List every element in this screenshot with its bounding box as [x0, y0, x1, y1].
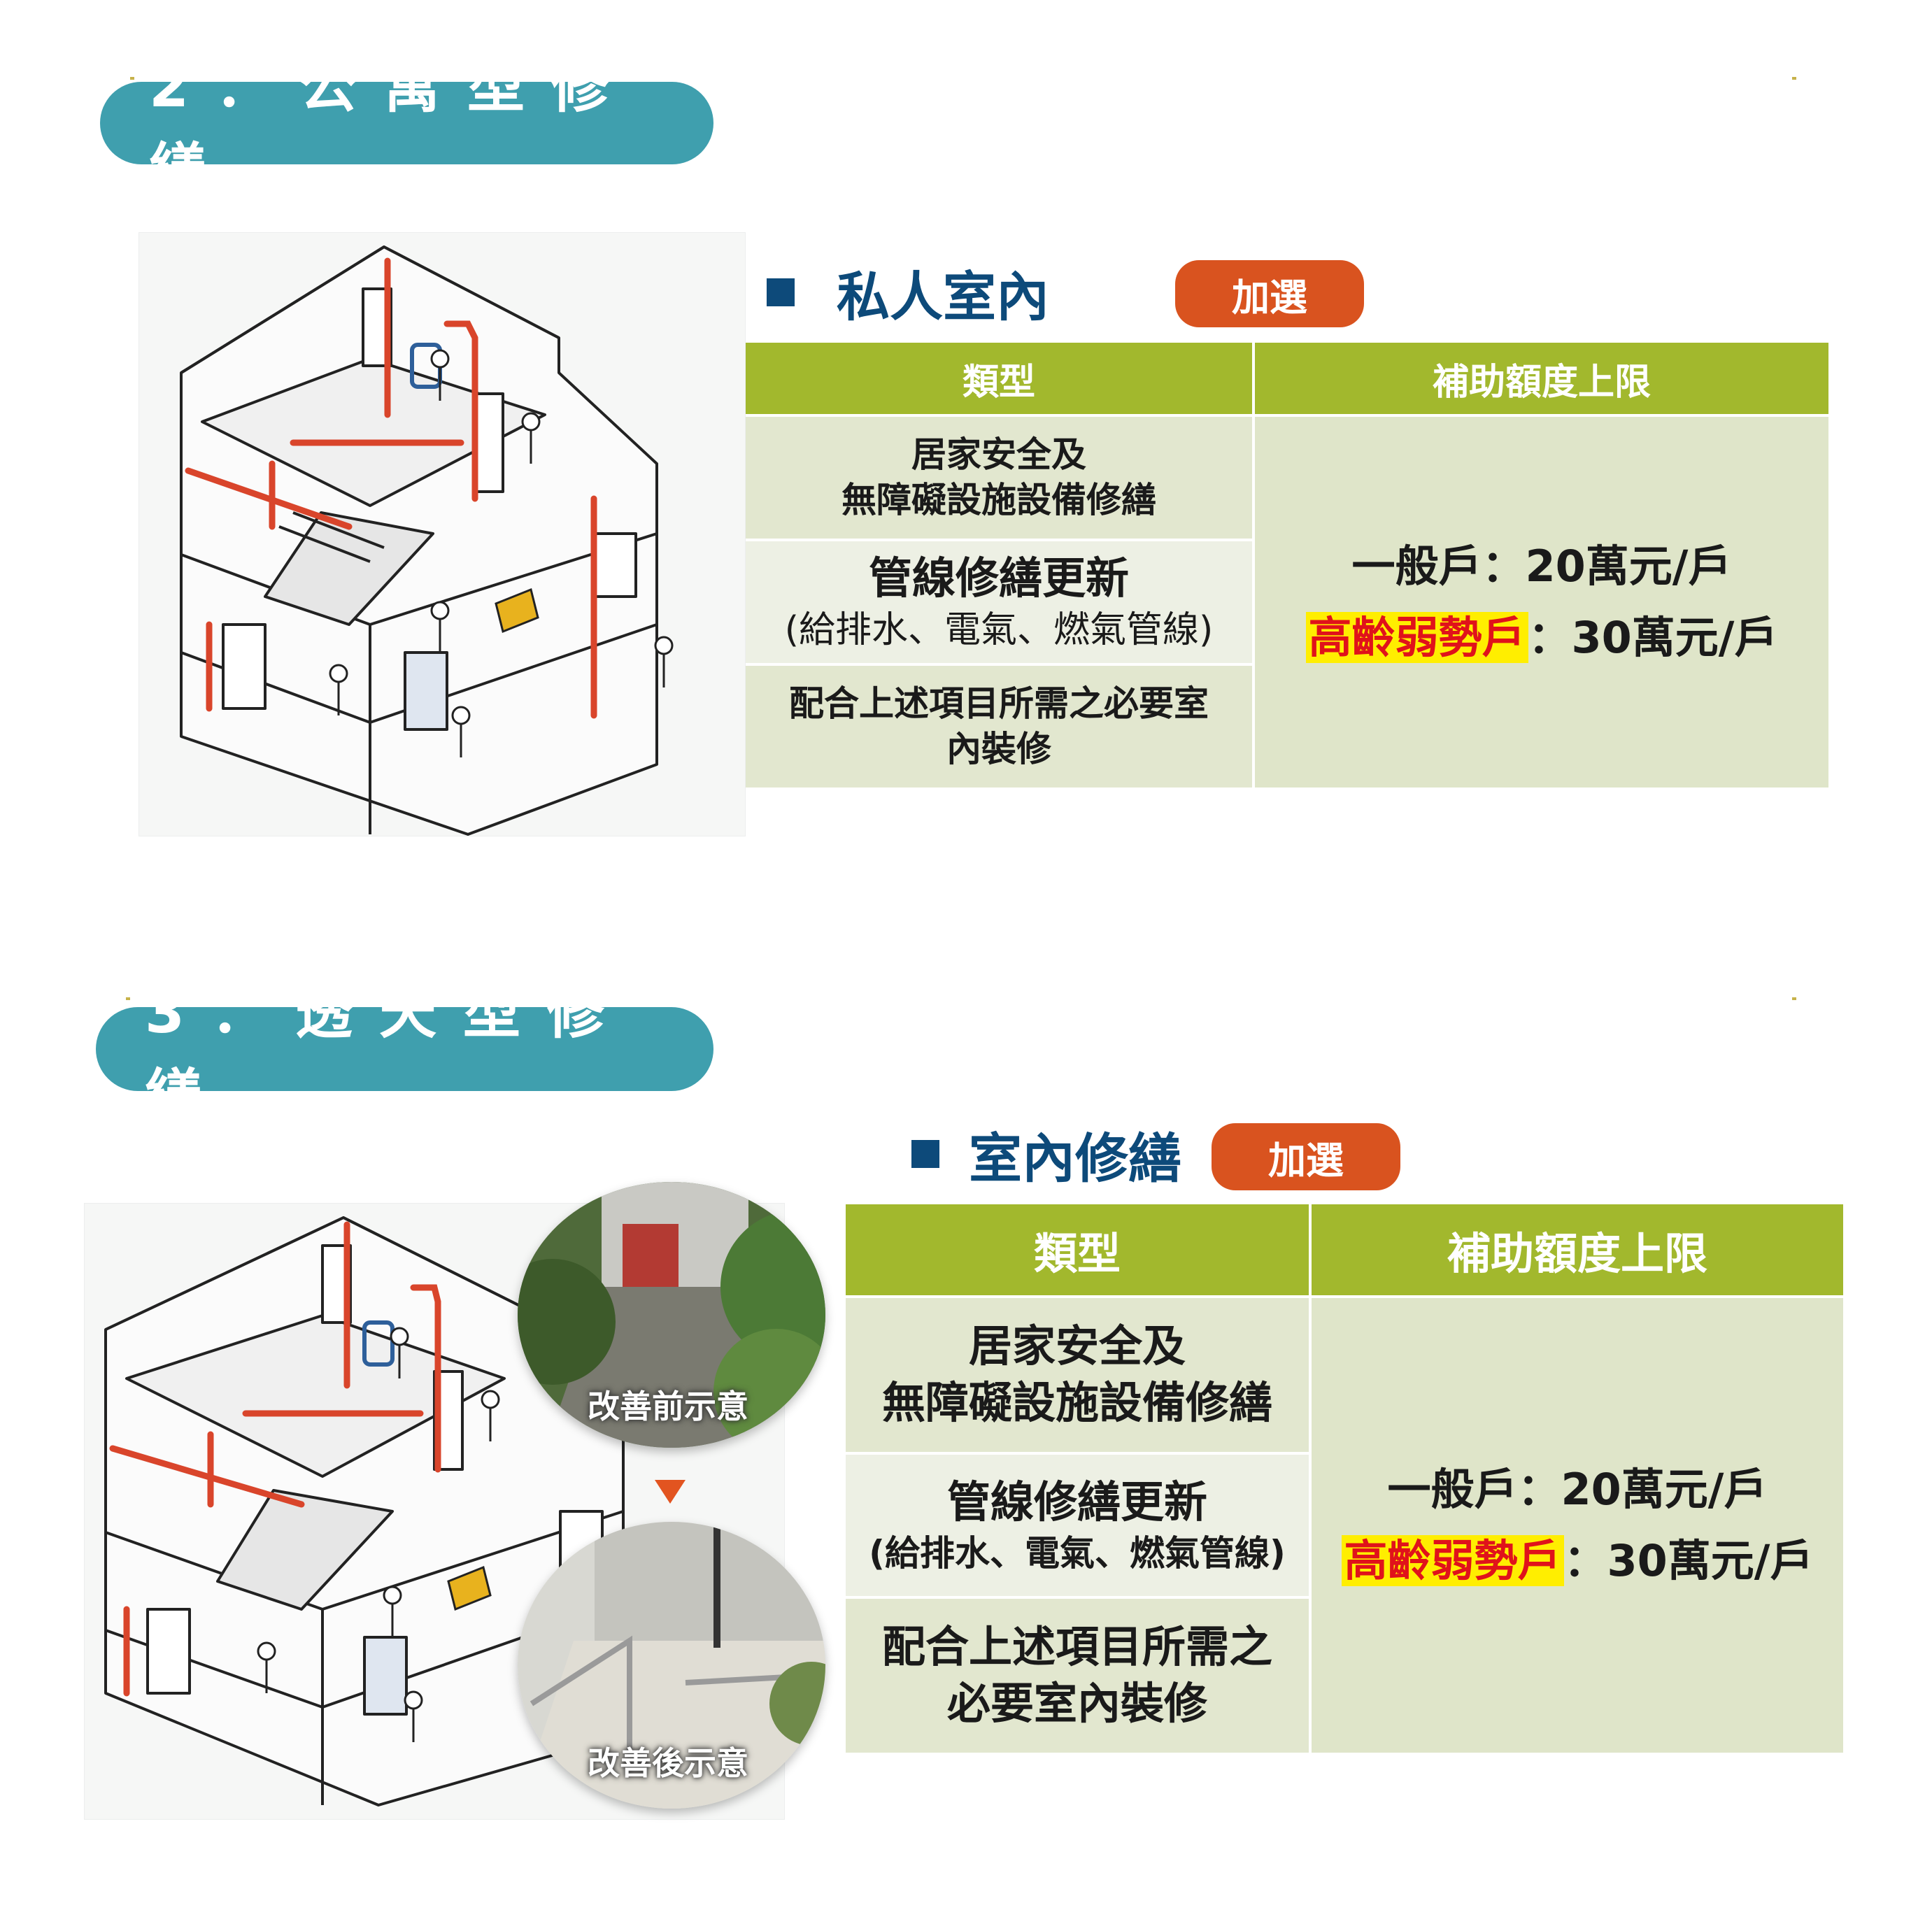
type-cell: 管線修繕更新 (給排水、電氣、燃氣管線) [746, 541, 1252, 663]
type-cell: 配合上述項目所需之必要室 內裝修 [746, 666, 1252, 787]
amount-cell: 一般戶：20萬元/戶 高齡弱勢戶：30萬元/戶 [1312, 1298, 1843, 1753]
bullet-square-icon [911, 1140, 939, 1168]
amount-general: 一般戶：20萬元/戶 [1256, 531, 1828, 602]
type-line: 無障礙設施設備修繕 [841, 480, 1156, 520]
type-line: 配合上述項目所需之 [881, 1621, 1272, 1673]
before-photo [518, 1182, 825, 1448]
type-cell: 管線修繕更新 (給排水、電氣、燃氣管線) [846, 1455, 1309, 1596]
type-line: 管線修繕更新 [946, 1476, 1207, 1528]
table-row: 管線修繕更新 (給排水、電氣、燃氣管線) [746, 541, 1828, 663]
subsidy-table-apartment: 類型 補助額度上限 居家安全及 無障礙設施設備修繕 一般戶：20萬元/戶 高齡弱… [743, 340, 1831, 790]
house-cutaway-illustration [138, 232, 746, 836]
amount-general-value: ：20萬元/戶 [1482, 540, 1732, 592]
type-line: (給排水、電氣、燃氣管線) [869, 1532, 1286, 1574]
type-cell: 居家安全及 無障礙設施設備修繕 [746, 417, 1252, 539]
table-row: 居家安全及 無障礙設施設備修繕 一般戶：20萬元/戶 高齡弱勢戶：30萬元/戶 [746, 417, 1828, 787]
amount-elderly-value: ：30萬元/戶 [1563, 1535, 1814, 1586]
header-type: 類型 [746, 343, 1252, 414]
type-cell: 配合上述項目所需之 必要室內裝修 [846, 1599, 1309, 1753]
subsidy-table-townhouse: 類型 補助額度上限 居家安全及 無障礙設施設備修繕 一般戶：20萬元/戶 高齡弱… [843, 1202, 1846, 1755]
table-row: 管線修繕更新 (給排水、電氣、燃氣管線) [846, 1455, 1843, 1596]
amount-cell: 一般戶：20萬元/戶 高齡弱勢戶：30萬元/戶 [1255, 417, 1828, 787]
before-caption: 改善前示意 [588, 1388, 748, 1425]
bullet-square-icon [767, 278, 795, 306]
table-header-row: 類型 補助額度上限 [746, 343, 1828, 414]
amount-general-label: 一般戶 [1351, 540, 1482, 592]
subsection-title: 室內修繕 [969, 1127, 1181, 1190]
amount-elderly: 高齡弱勢戶：30萬元/戶 [1256, 602, 1828, 674]
corner-tick [126, 997, 130, 1000]
corner-tick [130, 77, 134, 80]
type-line: 居家安全及 [911, 434, 1086, 475]
amount-elderly: 高齡弱勢戶：30萬元/戶 [1312, 1525, 1842, 1597]
optional-badge: 加選 [1212, 1123, 1400, 1190]
optional-badge: 加選 [1175, 260, 1364, 327]
amount-general-value: ：20萬元/戶 [1517, 1463, 1768, 1515]
corner-tick [1792, 997, 1796, 1000]
header-limit: 補助額度上限 [1255, 343, 1828, 414]
section-title-townhouse: 3．透天型修繕 [96, 980, 713, 1129]
type-line: 內裝修 [946, 729, 1051, 769]
type-line: 無障礙設施設備修繕 [881, 1377, 1272, 1428]
type-line: (給排水、電氣、燃氣管線) [784, 608, 1214, 651]
section-title-apartment: 2．公寓型修繕 [100, 54, 713, 204]
subsection-title: 私人室內 [837, 266, 1049, 328]
amount-elderly-label: 高齡弱勢戶 [1341, 1535, 1564, 1586]
subsection-heading-private-indoor: 私人室內 [767, 264, 1049, 328]
amount-elderly-value: ：30萬元/戶 [1528, 612, 1778, 663]
table-header-row: 類型 補助額度上限 [846, 1204, 1843, 1295]
subsection-heading-indoor-repair: 室內修繕 [911, 1126, 1181, 1190]
type-cell: 居家安全及 無障礙設施設備修繕 [846, 1298, 1309, 1452]
amount-general: 一般戶：20萬元/戶 [1312, 1454, 1842, 1525]
down-arrow-icon [655, 1480, 686, 1504]
corner-tick [1792, 77, 1796, 80]
table-row: 居家安全及 無障礙設施設備修繕 一般戶：20萬元/戶 高齡弱勢戶：30萬元/戶 [846, 1298, 1843, 1753]
amount-elderly-label: 高齡弱勢戶 [1305, 612, 1528, 663]
header-type: 類型 [846, 1204, 1309, 1295]
type-line: 必要室內裝修 [946, 1678, 1207, 1729]
type-line: 居家安全及 [968, 1320, 1186, 1372]
type-line: 管線修繕更新 [868, 552, 1129, 604]
table-row: 配合上述項目所需之必要室 內裝修 [746, 666, 1828, 787]
table-row: 配合上述項目所需之 必要室內裝修 [846, 1599, 1843, 1753]
type-line: 配合上述項目所需之必要室 [789, 683, 1209, 724]
after-caption: 改善後示意 [588, 1744, 748, 1782]
header-limit: 補助額度上限 [1312, 1204, 1843, 1295]
amount-general-label: 一般戶 [1387, 1463, 1518, 1515]
